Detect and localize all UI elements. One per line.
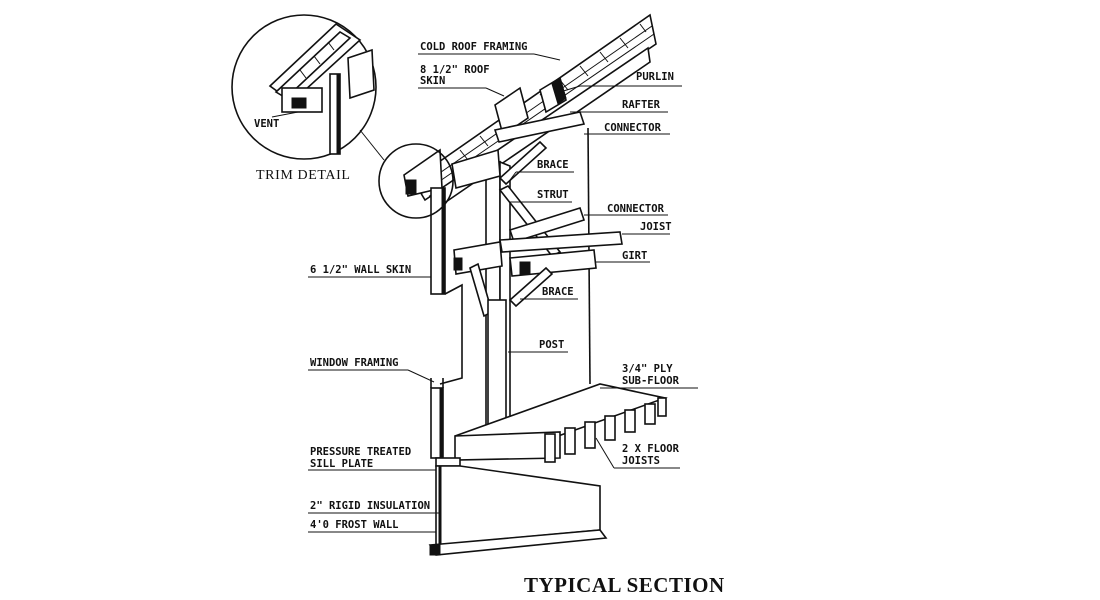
label-cold-roof-framing: COLD ROOF FRAMING bbox=[420, 41, 527, 53]
label-floor-joists-line2: JOISTS bbox=[622, 455, 660, 467]
label-roof-skin-line1: 8 1/2" ROOF bbox=[420, 64, 490, 76]
label-purlin: PURLIN bbox=[636, 71, 674, 83]
exterior-wall bbox=[430, 187, 463, 459]
label-roof-skin-line2: SKIN bbox=[420, 75, 445, 87]
label-connector-top: CONNECTOR bbox=[604, 122, 662, 134]
label-sill-line2: SILL PLATE bbox=[310, 458, 373, 470]
label-ply-line2: SUB-FLOOR bbox=[622, 375, 680, 387]
trim-detail-callout: VENT TRIM DETAIL bbox=[231, 14, 454, 219]
floor-joists bbox=[544, 397, 667, 463]
joist-beam bbox=[499, 231, 623, 253]
girt-right bbox=[509, 249, 597, 277]
label-ply-line1: 3/4" PLY bbox=[622, 363, 673, 375]
connector-top-piece bbox=[493, 111, 586, 143]
label-sill-line1: PRESSURE TREATED bbox=[310, 446, 411, 458]
label-floor-joists-line1: 2 X FLOOR bbox=[622, 443, 680, 455]
rim-board bbox=[454, 431, 561, 461]
vent-label: VENT bbox=[254, 118, 279, 130]
label-frost-wall: 4'0 FROST WALL bbox=[310, 519, 399, 531]
label-wall-skin: 6 1/2" WALL SKIN bbox=[310, 264, 411, 276]
annotations: COLD ROOF FRAMING 8 1/2" ROOF SKIN PURLI… bbox=[308, 41, 698, 533]
tie-beam bbox=[451, 148, 501, 190]
detail-marker-circle bbox=[378, 143, 454, 219]
label-brace-bottom: BRACE bbox=[542, 286, 574, 298]
label-strut: STRUT bbox=[537, 189, 569, 201]
purlin-block bbox=[494, 86, 529, 137]
roof-hatching bbox=[459, 23, 647, 161]
diagram-title: TYPICAL SECTION bbox=[524, 573, 725, 597]
post-lower bbox=[487, 299, 507, 425]
lower-brace-right bbox=[508, 266, 554, 308]
sill-plate bbox=[435, 457, 461, 467]
floor-assembly bbox=[435, 383, 668, 467]
label-brace-top: BRACE bbox=[537, 159, 569, 171]
label-window-framing: WINDOW FRAMING bbox=[310, 357, 399, 369]
connector-mid-beam bbox=[508, 207, 586, 243]
foundation bbox=[428, 465, 608, 556]
label-connector-mid: CONNECTOR bbox=[607, 203, 665, 215]
timber-frame bbox=[451, 127, 623, 432]
trim-detail-title: TRIM DETAIL bbox=[256, 168, 351, 183]
label-joist: JOIST bbox=[640, 221, 672, 233]
label-post: POST bbox=[539, 339, 564, 351]
label-rigid-insulation: 2" RIGID INSULATION bbox=[310, 500, 430, 512]
upper-brace bbox=[498, 140, 548, 186]
label-rafter: RAFTER bbox=[622, 99, 661, 111]
label-girt: GIRT bbox=[622, 250, 647, 262]
